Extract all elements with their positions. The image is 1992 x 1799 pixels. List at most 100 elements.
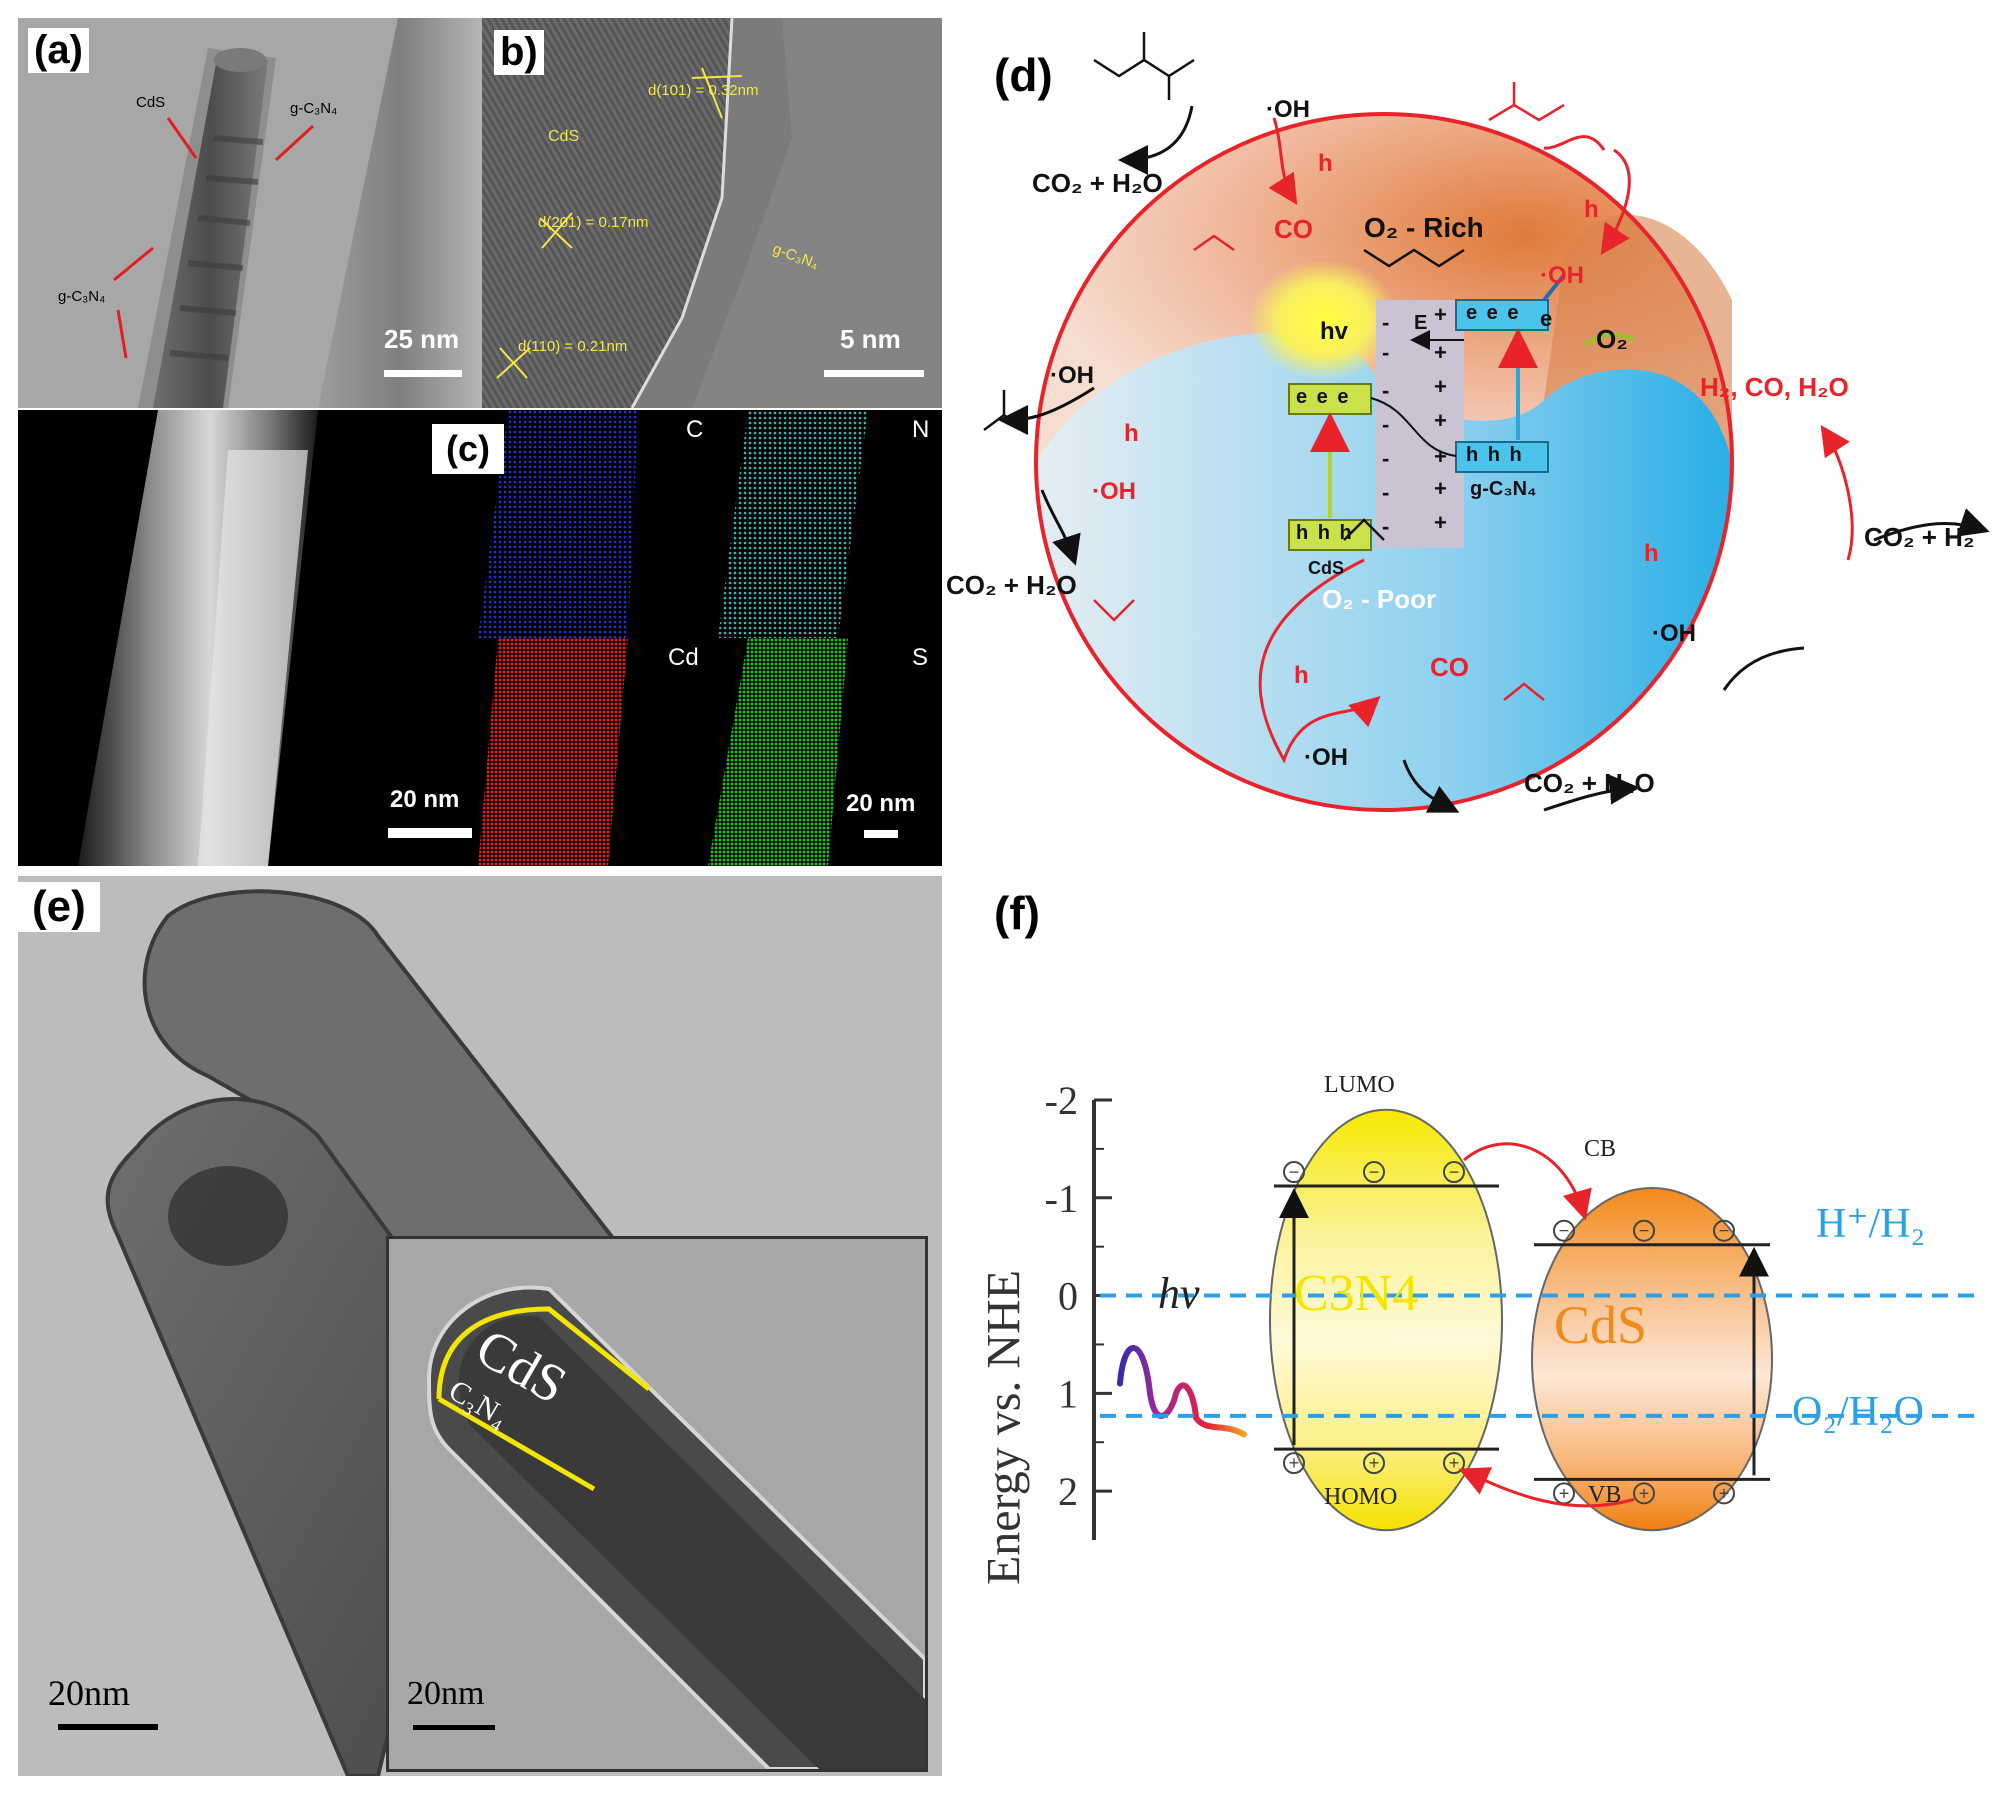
h-label-5: h [1644, 540, 1659, 567]
co2-h2o-left: CO₂ + H₂O [946, 570, 1077, 600]
label-d110: d(110) = 0.21nm [518, 338, 628, 355]
oh-label-3: ·OH [1652, 620, 1696, 647]
svg-text:-: - [1382, 340, 1389, 365]
gcn-eee: e e e [1466, 302, 1521, 324]
panel-f-label: (f) [994, 886, 1040, 940]
svg-text:+: + [1449, 1453, 1460, 1473]
scale-text-c-right: 20 nm [846, 790, 916, 817]
panel-b-hrtem: b) d(101) = 0.32nm CdS d(201) = 0.17nm g… [482, 18, 942, 408]
hole-icon: + [1283, 1452, 1305, 1475]
svg-text:−: − [1369, 1162, 1380, 1182]
panel-a-tem: (a) CdS g-C₃N₄ g-C₃N₄ 25 nm [18, 18, 482, 408]
inset-scale-text: 20nm [407, 1675, 485, 1712]
element-n-label: N [912, 416, 930, 443]
scale-bar-a [384, 370, 462, 377]
panel-b-label: b) [494, 30, 544, 75]
cds-eee: e e e [1296, 386, 1351, 408]
panel-c-stem: (c) C N Cd S 20 nm 20 nm [18, 410, 942, 866]
svg-text:+: + [1434, 476, 1447, 501]
h2-co-h2o-label: H₂, CO, H₂O [1700, 372, 1849, 402]
co-label-1: CO [1274, 214, 1313, 244]
panel-c-label: (c) [432, 424, 504, 474]
label-gcn-left-a: g-C₃N₄ [58, 288, 106, 305]
co2-h2-right: CO₂ + H₂ [1864, 522, 1975, 552]
lattice-markers-b [496, 67, 743, 379]
scale-text-c-left: 20 nm [390, 786, 460, 813]
svg-text:+: + [1559, 1483, 1570, 1503]
h-label-4: h [1294, 662, 1309, 689]
svg-text:+: + [1434, 510, 1447, 535]
hole-icon: + [1443, 1452, 1465, 1475]
electron-icon: − [1553, 1219, 1575, 1242]
svg-text:+: + [1434, 408, 1447, 433]
cb-label: CB [1584, 1136, 1617, 1162]
cds-label-f: CdS [1554, 1295, 1648, 1355]
svg-text:+: + [1434, 444, 1447, 469]
hole-icon: + [1363, 1452, 1385, 1475]
svg-text:-: - [1382, 480, 1389, 505]
element-c-label: C [686, 416, 704, 443]
svg-text:−: − [1719, 1221, 1730, 1241]
oh-red-2: ·OH [1092, 478, 1136, 505]
oh-label-4: ·OH [1304, 744, 1348, 771]
lumo-label: LUMO [1324, 1072, 1395, 1098]
h-label-1: h [1318, 150, 1333, 177]
cds-label-d: CdS [1308, 558, 1344, 578]
homo-label: HOMO [1324, 1484, 1398, 1510]
o2-label-d: O₂ [1596, 324, 1628, 354]
svg-text:−: − [1559, 1221, 1570, 1241]
svg-text:+: + [1719, 1483, 1730, 1503]
gcn-label-d: g-C₃N₄ [1470, 478, 1537, 500]
svg-text:+: + [1434, 374, 1447, 399]
hv-label-d: hv [1320, 318, 1349, 345]
electron-transfer-arrow [1463, 1142, 1592, 1221]
y-tick-label: 0 [1058, 1274, 1078, 1319]
c3n4-ellipse [1269, 1108, 1503, 1532]
panel-d-label: (d) [994, 48, 1053, 102]
panel-d-mechanism: -+ -+ -+ -+ -+ -+ -+ [944, 0, 1992, 880]
hole-icon: + [1553, 1482, 1575, 1505]
hole-icon: + [1633, 1482, 1655, 1505]
inset-image [426, 1285, 925, 1769]
scale-bar-e [58, 1724, 158, 1730]
stem-image-c [78, 410, 868, 866]
electron-icon: − [1363, 1161, 1385, 1184]
y-tick-label: 2 [1058, 1469, 1078, 1514]
ylabel-f: Energy vs. NHE [977, 1269, 1031, 1586]
panel-e-label: (e) [18, 882, 100, 932]
svg-text:−: − [1449, 1162, 1460, 1182]
label-d101: d(101) = 0.32nm [648, 82, 759, 99]
inset-scale-bar [413, 1725, 495, 1730]
o-ref-label: O₂/H₂O [1792, 1389, 1924, 1435]
h-label-2: h [1584, 196, 1599, 223]
svg-text:-: - [1382, 310, 1389, 335]
e-label-d: e [1540, 306, 1553, 331]
hv-label-f: hν [1158, 1269, 1200, 1318]
svg-text:−: − [1289, 1162, 1300, 1182]
label-gcn-top-a: g-C₃N₄ [290, 100, 338, 117]
hrtem-image-b [482, 18, 942, 408]
mechanism-diagram: -+ -+ -+ -+ -+ -+ -+ [983, 32, 1990, 813]
svg-text:−: − [1639, 1221, 1650, 1241]
cds-ellipse [1531, 1187, 1773, 1532]
cds-hhh: h h h [1296, 522, 1354, 544]
oh-label-2: ·OH [1050, 362, 1094, 389]
scale-text-b: 5 nm [840, 324, 901, 354]
scale-bar-c-left [388, 828, 472, 838]
gcn-hhh: h h h [1466, 444, 1524, 466]
co2-h2o-bottom: CO₂ + H₂O [1524, 768, 1655, 798]
hole-icon: + [1713, 1482, 1735, 1505]
svg-text:+: + [1639, 1483, 1650, 1503]
scale-bar-b [824, 370, 924, 377]
element-cd-label: Cd [668, 644, 699, 671]
e-field-label: E [1414, 312, 1428, 334]
c3n4-label: C3N4 [1294, 1265, 1419, 1322]
svg-text:-: - [1382, 514, 1389, 539]
electron-icon: − [1713, 1219, 1735, 1242]
element-s-label: S [912, 644, 929, 671]
h-ref-label: H⁺/H₂ [1816, 1201, 1926, 1247]
label-cds-b: CdS [548, 128, 580, 145]
electron-icon: − [1283, 1161, 1305, 1184]
